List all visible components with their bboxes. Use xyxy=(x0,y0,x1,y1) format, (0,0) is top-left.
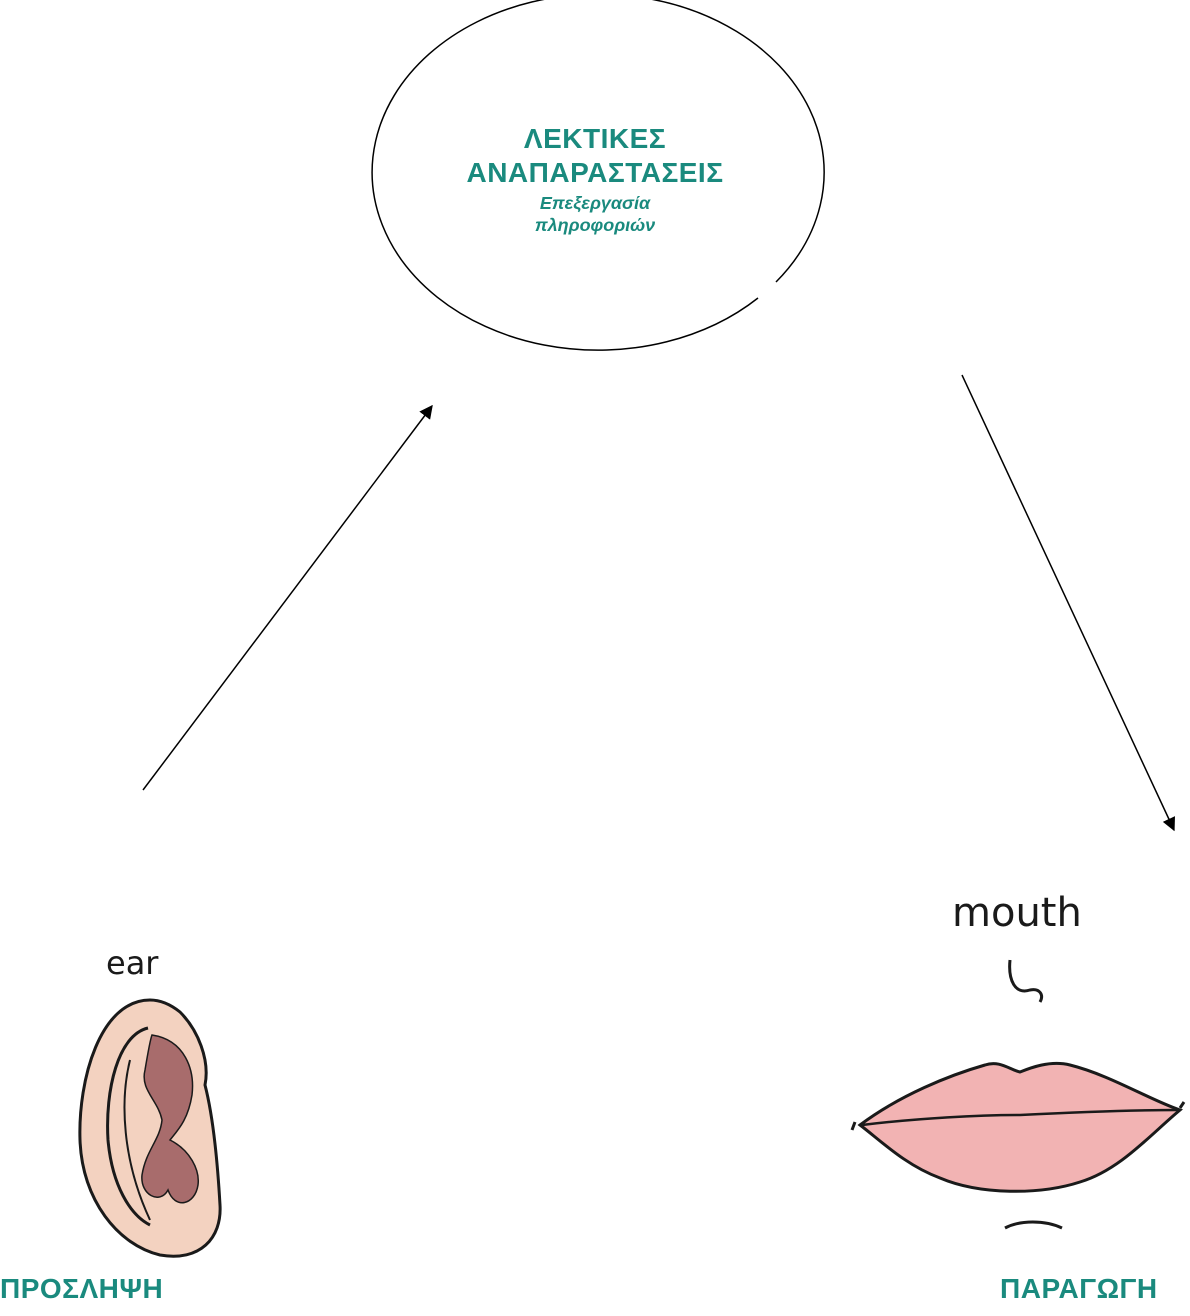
center-subtitle-line2: πληροφοριών xyxy=(436,214,754,236)
center-title: ΛΕΚΤΙΚΕΣ ΑΝΑΠΑΡΑΣΤΑΣΕΙΣ xyxy=(436,122,754,190)
center-title-line1: ΛΕΚΤΙΚΕΣ xyxy=(436,122,754,156)
ear-picture-label: ear xyxy=(106,944,158,982)
mouth-icon xyxy=(852,960,1184,1228)
ear-icon xyxy=(80,1000,220,1256)
center-subtitle: Επεξεργασία πληροφοριών xyxy=(436,192,754,236)
perception-caption: ΠΡΟΣΛΗΨΗ xyxy=(0,1272,163,1306)
production-caption: ΠΑΡΑΓΩΓΗ xyxy=(1000,1272,1158,1306)
mouth-picture-label: mouth xyxy=(952,890,1082,936)
center-title-line2: ΑΝΑΠΑΡΑΣΤΑΣΕΙΣ xyxy=(436,156,754,190)
arrow-representation-to-production xyxy=(962,375,1174,830)
arrow-perception-to-representation xyxy=(143,406,432,790)
center-subtitle-line1: Επεξεργασία xyxy=(436,192,754,214)
